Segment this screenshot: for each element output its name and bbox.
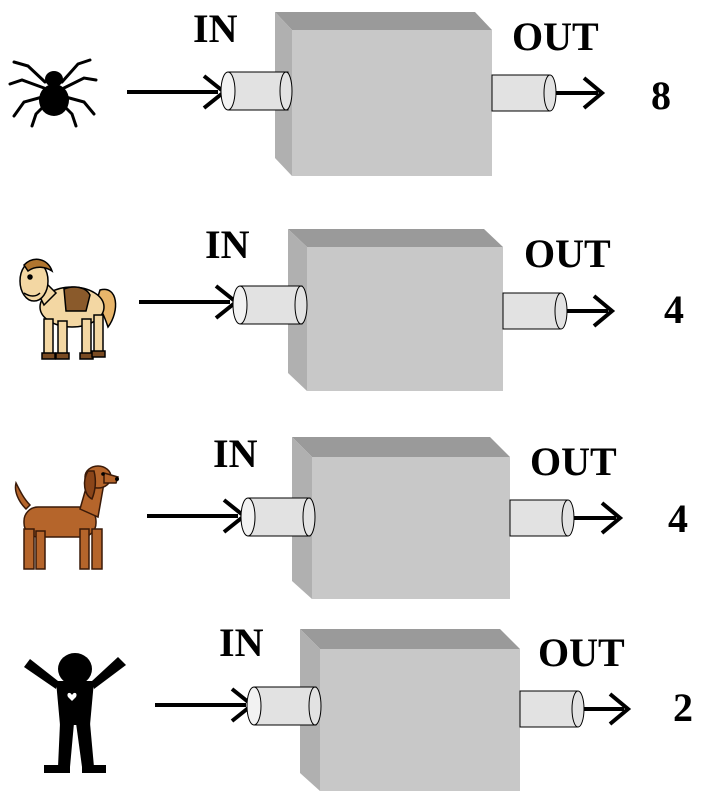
- machine-row-person: IN OUT 2: [0, 615, 701, 805]
- output-value: 8: [651, 73, 671, 118]
- machine-row-horse: IN OUT 4: [0, 215, 701, 405]
- dachshund-icon: [14, 465, 119, 570]
- function-machine: [127, 12, 606, 176]
- out-label: OUT: [538, 630, 625, 675]
- in-label: IN: [193, 6, 238, 51]
- horse-icon: [19, 258, 117, 360]
- in-label: IN: [219, 620, 264, 665]
- output-value: 2: [673, 685, 693, 730]
- out-label: OUT: [524, 231, 611, 276]
- out-label: OUT: [530, 439, 617, 484]
- out-label: OUT: [512, 14, 599, 59]
- output-value: 4: [668, 496, 688, 541]
- in-label: IN: [213, 431, 258, 476]
- machine-row-dachshund: IN OUT 4: [0, 425, 701, 615]
- in-label: IN: [205, 222, 250, 267]
- machine-row-spider: IN OUT 8: [0, 0, 701, 190]
- function-machine: [139, 229, 616, 391]
- spider-icon: [8, 58, 98, 128]
- output-value: 4: [664, 287, 684, 332]
- person-icon: [24, 653, 126, 773]
- function-machine: [155, 629, 632, 791]
- function-machine: [147, 437, 624, 599]
